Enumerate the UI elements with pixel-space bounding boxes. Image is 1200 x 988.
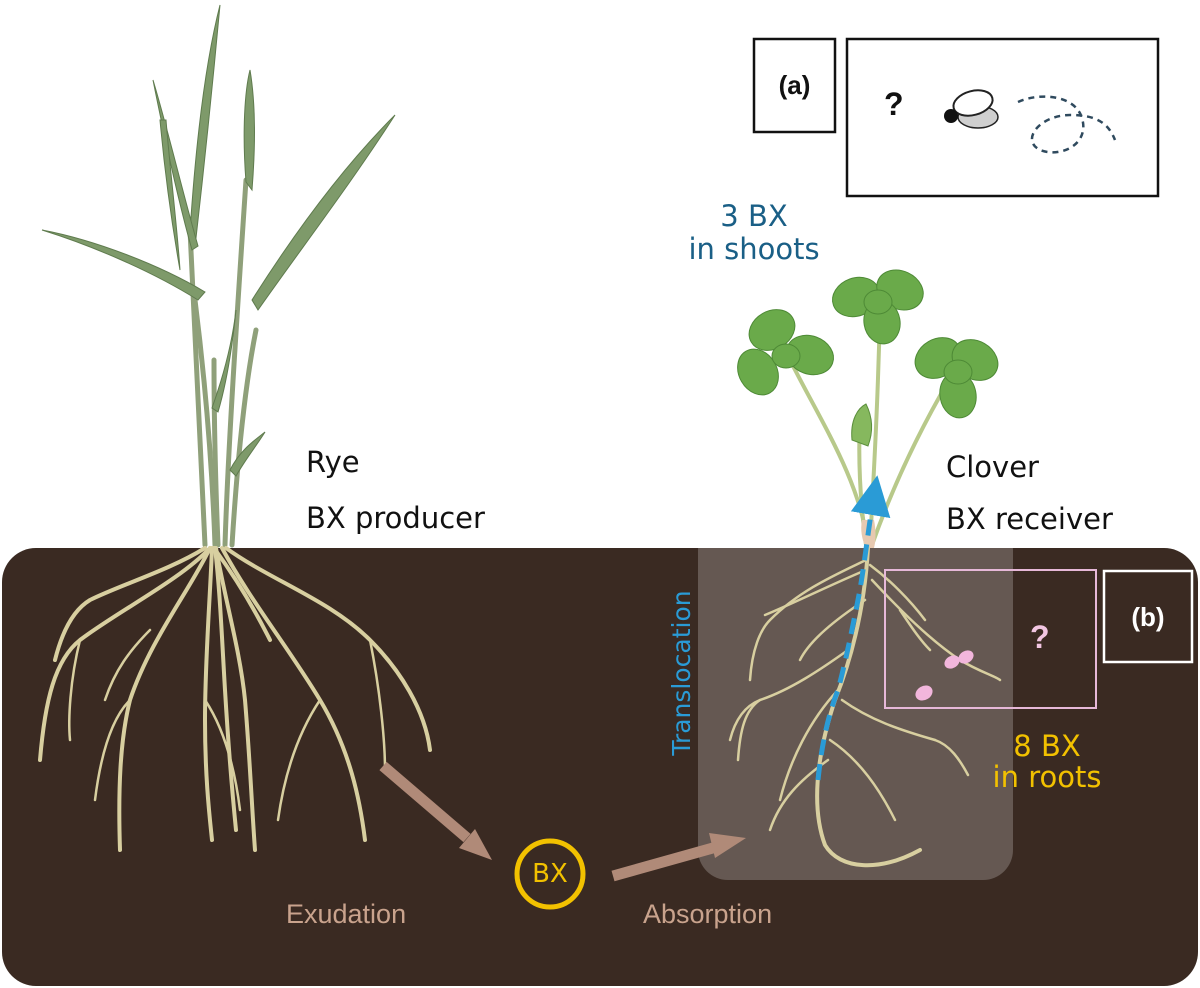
roots-label: 8 BX in roots <box>972 731 1122 793</box>
absorption-arrow <box>611 833 746 882</box>
panel-b-tag-box <box>1102 569 1194 664</box>
shoots-location: in shoots <box>688 232 820 266</box>
flight-path-icon <box>1017 95 1117 154</box>
clover-name: Clover <box>946 450 1039 484</box>
panel-a-box <box>845 37 1160 198</box>
rye-plant <box>38 4 432 852</box>
clover-label: Clover BX receiver <box>946 446 1113 540</box>
pink-eggs-icon <box>915 650 974 701</box>
panel-a-question-mark: ? <box>884 86 904 122</box>
soil-area <box>2 548 1198 986</box>
exudation-arrow <box>379 761 492 860</box>
bx-compound-circle <box>514 838 586 910</box>
translocation-arrow <box>815 475 891 781</box>
shoots-label: 3 BX in shoots <box>664 200 844 266</box>
panel-b-question-mark: ? <box>1030 619 1050 655</box>
panel-a-tag-box <box>752 37 837 134</box>
exudation-label: Exudation <box>286 899 407 929</box>
roots-count: 8 BX <box>1013 729 1081 763</box>
panel-b-tag: (b) <box>1131 602 1165 632</box>
rye-role: BX producer <box>306 501 485 535</box>
panel-a-tag: (a) <box>778 70 811 100</box>
translocation-label: Translocation <box>667 590 696 756</box>
panel-b-box <box>884 569 1097 709</box>
bx-compound-label: BX <box>532 859 568 889</box>
clover-role: BX receiver <box>946 502 1113 536</box>
shoots-count: 3 BX <box>720 199 788 233</box>
rye-name: Rye <box>306 445 360 479</box>
roots-location: in roots <box>992 760 1102 794</box>
rye-label: Rye BX producer <box>306 441 485 539</box>
absorption-label: Absorption <box>643 899 773 929</box>
insect-icon <box>944 89 999 129</box>
